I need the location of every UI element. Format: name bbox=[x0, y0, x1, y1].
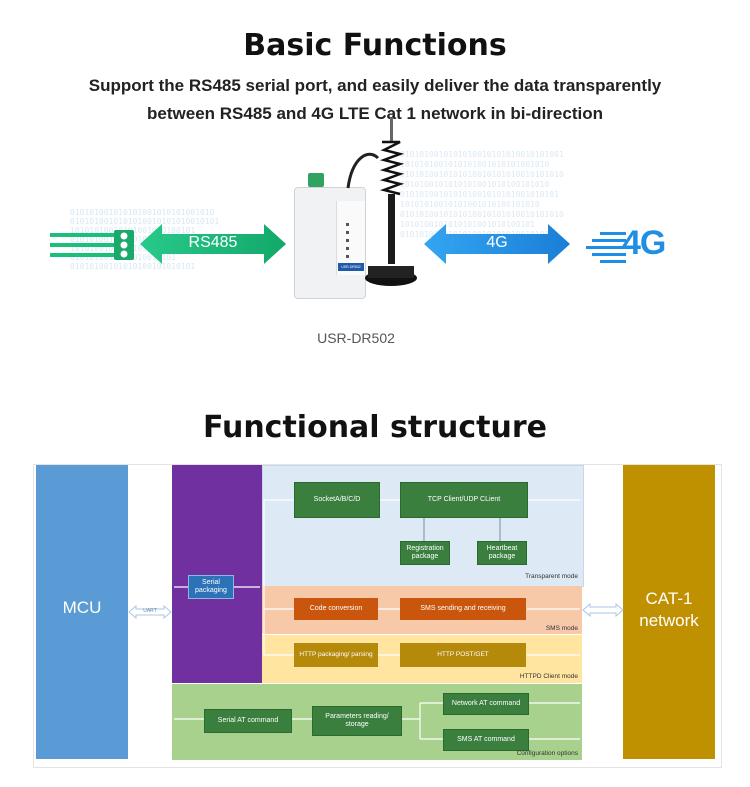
transparent-mode-label: Transparent mode bbox=[525, 573, 578, 580]
device-badge: USR-DR502 bbox=[338, 263, 364, 271]
lte-arrow-icon bbox=[424, 224, 570, 264]
sms-at-command-box: SMS AT command bbox=[443, 729, 529, 751]
page-title: Basic Functions bbox=[243, 28, 507, 63]
http-post-get-box: HTTP POST/GET bbox=[400, 643, 526, 667]
tcp-udp-client-box: TCP Client/UDP CLient bbox=[400, 482, 528, 518]
lte-logo: 4G bbox=[622, 224, 666, 262]
serial-packaging-box: Serial packaging bbox=[188, 575, 234, 599]
config-options-label: Configuration options bbox=[516, 750, 578, 757]
lte-speed-lines-icon bbox=[586, 232, 626, 263]
device-image: USR-DR502 bbox=[290, 173, 380, 300]
registration-package-box: Registration package bbox=[400, 541, 450, 565]
network-at-command-box: Network AT command bbox=[443, 693, 529, 715]
uart-label: UART bbox=[143, 608, 157, 614]
heartbeat-package-box: Heartbeat package bbox=[477, 541, 527, 565]
rs485-arrow-icon bbox=[140, 224, 286, 264]
structure-title: Functional structure bbox=[202, 410, 548, 445]
socket-box: SocketA/B/C/D bbox=[294, 482, 380, 518]
antenna-icon bbox=[346, 118, 417, 286]
code-conversion-box: Code conversion bbox=[294, 598, 378, 620]
sms-send-receive-box: SMS sending and receiving bbox=[400, 598, 526, 620]
device-name: USR-DR502 bbox=[317, 330, 395, 346]
network-block bbox=[623, 465, 715, 759]
network-label: CAT-1 network bbox=[639, 589, 699, 630]
sms-mode-label: SMS mode bbox=[545, 625, 578, 632]
subtitle-line-1: Support the RS485 serial port, and easil… bbox=[88, 76, 662, 95]
http-mode-label: HTTPD Client mode bbox=[519, 673, 578, 680]
rs485-label: RS485 bbox=[188, 234, 238, 251]
uart-arrow-icon bbox=[128, 604, 172, 620]
network-arrow-icon bbox=[582, 602, 624, 618]
rs485-connector-icon bbox=[50, 230, 134, 260]
http-packaging-box: HTTP packaging/ parsing bbox=[294, 643, 378, 667]
serial-layer-block bbox=[172, 465, 262, 683]
parameters-storage-box: Parameters reading/ storage bbox=[312, 706, 402, 736]
mcu-block bbox=[36, 465, 128, 759]
mcu-label: MCU bbox=[62, 598, 102, 617]
lte-label: 4G bbox=[486, 234, 508, 251]
subtitle-line-2: between RS485 and 4G LTE Cat 1 network i… bbox=[147, 104, 603, 123]
serial-at-command-box: Serial AT command bbox=[204, 709, 292, 733]
diagram-frame bbox=[33, 464, 722, 768]
